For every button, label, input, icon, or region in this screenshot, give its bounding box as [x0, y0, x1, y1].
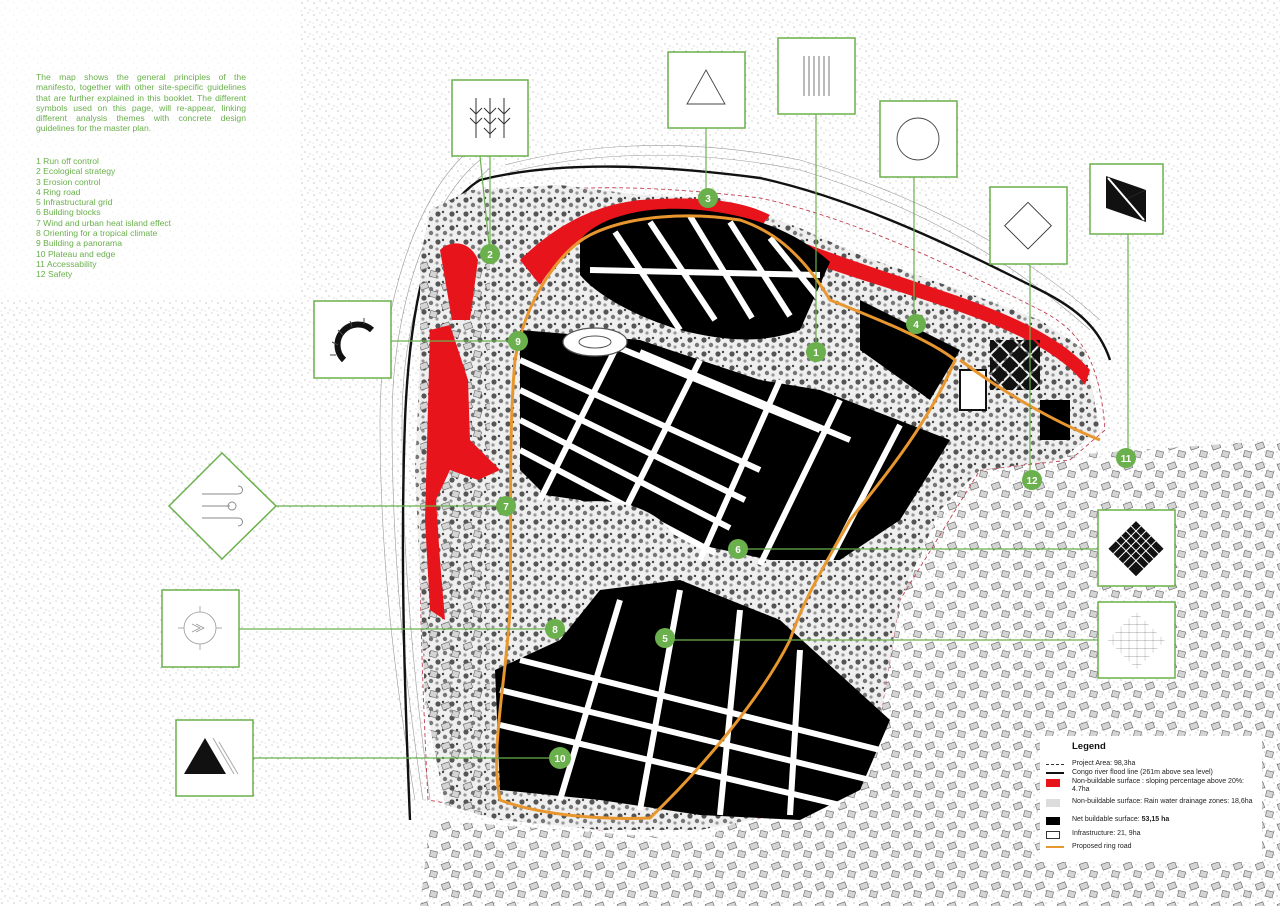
icon-box-1 — [777, 37, 856, 115]
icon-box-2 — [451, 79, 529, 157]
panorama-arc-icon — [330, 318, 375, 363]
grey-swatch — [1046, 799, 1060, 807]
icon-box-5 — [1097, 601, 1176, 679]
principle-item: 12 Safety — [36, 269, 73, 280]
plaza-inner-ring — [578, 335, 612, 349]
marker-8[interactable]: 8 — [545, 619, 565, 639]
marker-4[interactable]: 4 — [906, 314, 926, 334]
filled-grid-diamond-icon — [1108, 521, 1164, 577]
wind-swirl-icon — [202, 485, 243, 527]
icon-box-6 — [1097, 509, 1176, 587]
icon-box-8 — [161, 589, 240, 668]
principles-list: 1 Run off control 2 Ecological strategy … — [36, 156, 256, 280]
sun-compass-icon — [178, 606, 222, 650]
trees-icon — [469, 98, 511, 138]
marker-label: 3 — [705, 194, 711, 205]
black-swatch — [1046, 817, 1060, 825]
marker-label: 2 — [487, 250, 493, 261]
solid-line-swatch — [1046, 772, 1064, 774]
icon-box-11 — [1089, 163, 1164, 235]
mountain-triangle-icon — [184, 737, 239, 775]
marker-label: 11 — [1121, 454, 1132, 465]
plaza-ellipse — [562, 327, 628, 357]
legend-title: Legend — [1072, 741, 1106, 752]
principle-item: 9 Building a panorama — [36, 238, 122, 249]
marker-9[interactable]: 9 — [508, 331, 528, 351]
principle-item: 8 Orienting for a tropical climate — [36, 228, 158, 239]
text-backdrop — [0, 0, 300, 300]
marker-label: 1 — [813, 348, 819, 359]
icon-box-4 — [879, 100, 958, 178]
split-diamond-icon — [1106, 176, 1146, 222]
vertical-lines-icon — [803, 56, 830, 96]
principle-item: 7 Wind and urban heat island effect — [36, 217, 172, 228]
central-streets — [518, 337, 903, 567]
marker-label: 8 — [552, 625, 558, 636]
map-legend: Legend Project Area: 98,3ha Congo river … — [1040, 736, 1262, 862]
icon-box-3 — [667, 51, 746, 129]
marker-label: 5 — [662, 634, 668, 645]
flood-line — [401, 165, 1112, 821]
icon-box-10 — [175, 719, 254, 797]
principle-item: 6 Building blocks — [36, 207, 101, 218]
project-boundary — [419, 187, 1106, 831]
diamond-outline-icon — [1004, 201, 1052, 250]
principle-item: 10 Plateau and edge — [36, 248, 116, 259]
principle-item: 11 Accessability — [36, 258, 97, 269]
marker-7[interactable]: 7 — [496, 496, 516, 516]
principle-item: 1 Run off control — [36, 156, 99, 166]
steep-slope-areas — [425, 198, 1090, 620]
marker-1[interactable]: 1 — [806, 342, 826, 362]
principle-item: 3 Erosion control — [36, 176, 101, 187]
outline-swatch — [1046, 831, 1060, 839]
marker-11[interactable]: 11 — [1116, 448, 1136, 468]
marker-label: 4 — [913, 320, 919, 331]
marker-12[interactable]: 12 — [1022, 470, 1042, 490]
marker-label: 10 — [554, 754, 566, 765]
red-swatch — [1046, 779, 1060, 787]
south-streets — [499, 589, 881, 816]
principle-item: 2 Ecological strategy — [36, 166, 116, 177]
dashed-line-swatch — [1046, 764, 1064, 765]
circle-outline-icon — [896, 117, 940, 161]
intro-paragraph: The map shows the general principles of … — [36, 72, 246, 134]
marker-6[interactable]: 6 — [728, 539, 748, 559]
icon-box-7 — [167, 451, 278, 561]
crosshatch-grid-icon — [1107, 611, 1165, 669]
leader-lines — [239, 114, 1129, 759]
icon-box-12 — [989, 186, 1068, 265]
orange-line-swatch — [1046, 846, 1064, 848]
marker-3[interactable]: 3 — [698, 188, 718, 208]
icon-box-9 — [313, 300, 392, 379]
marker-label: 12 — [1026, 476, 1038, 487]
principle-item: 5 Infrastructural grid — [36, 197, 113, 208]
marker-2[interactable]: 2 — [480, 244, 500, 264]
marker-10[interactable]: 10 — [549, 747, 571, 769]
triangle-outline-icon — [686, 69, 726, 105]
north-streets — [589, 214, 823, 332]
marker-5[interactable]: 5 — [655, 628, 675, 648]
principle-item: 4 Ring road — [36, 186, 81, 197]
marker-label: 6 — [735, 545, 741, 556]
marker-label: 7 — [503, 502, 509, 513]
marker-label: 9 — [515, 337, 521, 348]
